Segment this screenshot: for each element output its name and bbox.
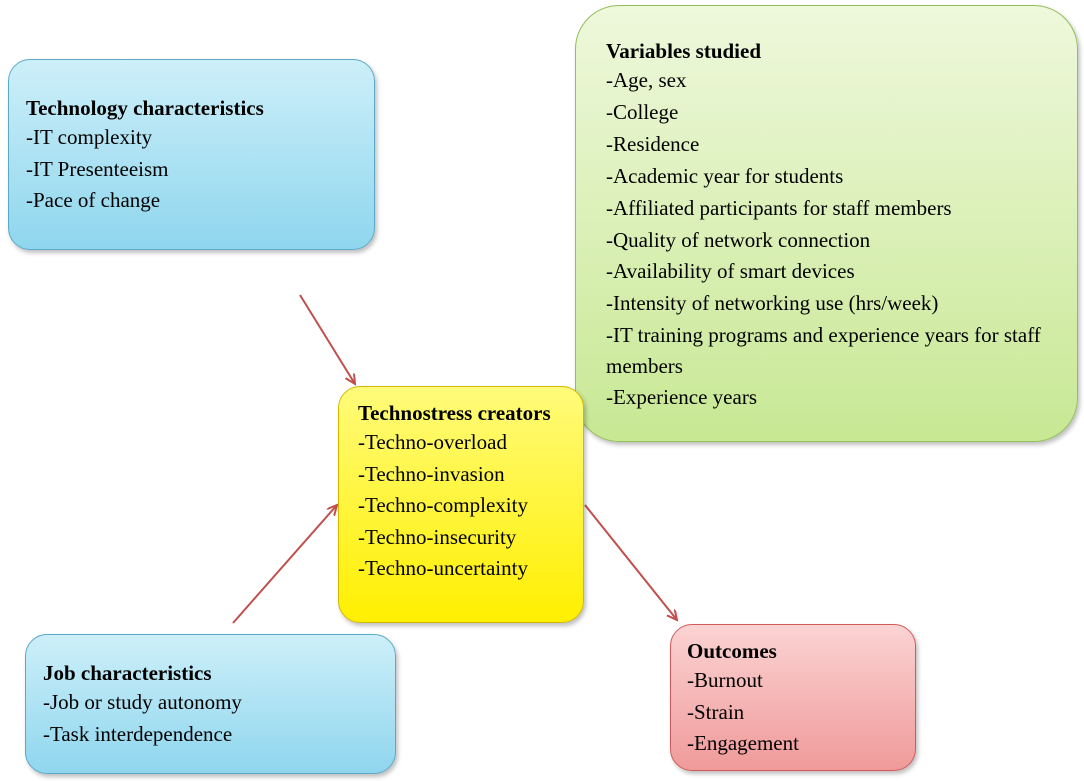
list-item: -Techno-complexity [358, 493, 528, 517]
list-item: -Quality of network connection [606, 227, 871, 252]
job-characteristics-list: -Job or study autonomy -Task interdepend… [43, 687, 395, 750]
outcomes-list: -Burnout -Strain -Engagement [687, 665, 915, 760]
outcomes-box: Outcomes -Burnout -Strain -Engagement [670, 624, 916, 771]
list-item: -Intensity of networking use (hrs/week) [606, 291, 939, 316]
job-characteristics-box: Job characteristics -Job or study autono… [25, 634, 396, 774]
list-item: -IT training programs and experience yea… [606, 323, 1041, 379]
list-item: -Academic year for students [606, 163, 844, 188]
arrow-creators-to-outcomes [584, 504, 677, 620]
list-item: -Techno-invasion [358, 461, 505, 486]
job-characteristics-title: Job characteristics [43, 661, 212, 685]
list-item: -IT complexity [26, 125, 153, 149]
list-item: -IT Presenteeism [26, 156, 169, 181]
list-item: -Pace of change [26, 188, 161, 212]
arrow-technology-to-creators [299, 294, 355, 384]
list-item: -Techno-uncertainty [358, 556, 528, 580]
list-item: -College [606, 99, 679, 124]
list-item: -Affiliated participants for staff membe… [606, 195, 952, 220]
list-item: -Burnout [687, 668, 763, 692]
technostress-creators-list: -Techno-overload -Techno-invasion -Techn… [358, 427, 583, 585]
list-item: -Engagement [687, 731, 799, 755]
list-item: -Experience years [606, 385, 757, 410]
variables-studied-box: Variables studied -Age, sex -College -Re… [575, 5, 1078, 442]
arrow-job-to-creators [232, 505, 337, 624]
technology-characteristics-box: Technology characteristics -IT complexit… [8, 59, 375, 250]
technology-characteristics-list: -IT complexity -IT Presenteeism -Pace of… [26, 122, 374, 217]
variables-studied-title: Variables studied [606, 39, 762, 63]
list-item: -Age, sex [606, 68, 687, 92]
technostress-creators-title: Technostress creators [358, 401, 551, 425]
list-item: -Strain [687, 699, 745, 724]
list-item: -Task interdependence [43, 721, 233, 746]
technology-characteristics-title: Technology characteristics [26, 96, 264, 120]
technostress-creators-box: Technostress creators -Techno-overload -… [338, 386, 584, 623]
list-item: -Availability of smart devices [606, 259, 855, 284]
list-item: -Techno-insecurity [358, 524, 517, 549]
list-item: -Techno-overload [358, 430, 507, 454]
outcomes-title: Outcomes [687, 639, 777, 663]
list-item: -Residence [606, 131, 700, 156]
list-item: -Job or study autonomy [43, 690, 242, 714]
variables-studied-list: -Age, sex -College -Residence -Academic … [606, 65, 1057, 414]
